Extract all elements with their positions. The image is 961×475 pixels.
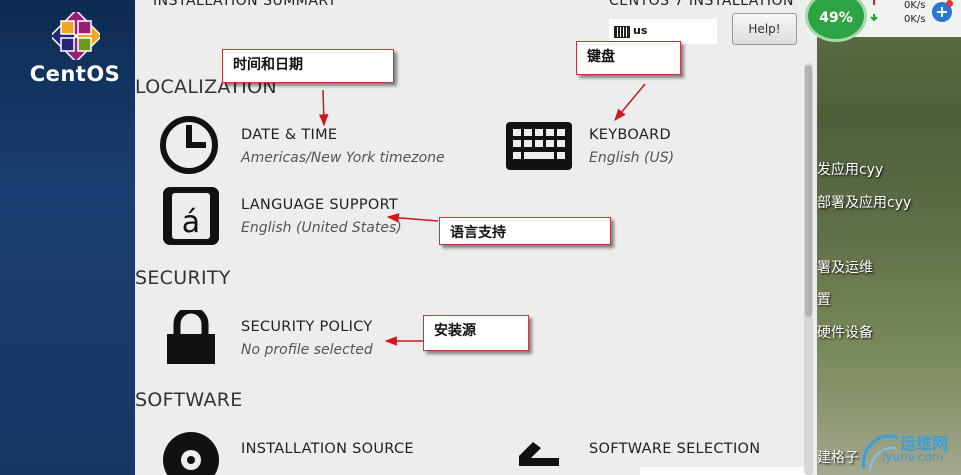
keyboard-small-icon	[614, 26, 630, 38]
callout-source: 安装源	[423, 315, 529, 351]
bottom-strip	[640, 467, 810, 475]
sidebar: CentOS	[0, 0, 135, 475]
section-software: SOFTWARE	[135, 389, 243, 411]
disc-icon[interactable]	[162, 431, 220, 475]
net-upload-speed: 0K/s	[904, 0, 926, 11]
spoke-date-time-title: DATE & TIME	[241, 127, 338, 143]
desktop-label[interactable]: 建格子	[817, 450, 859, 466]
section-security: SECURITY	[135, 267, 231, 289]
arrow-keyboard	[614, 83, 646, 121]
spoke-language-status: English (United States)	[241, 220, 402, 236]
desktop-background: 发应用cyy 部署及应用cyy 署及运维 置 硬件设备 建格子	[817, 0, 961, 475]
desktop-label[interactable]: 部署及应用cyy	[817, 195, 912, 211]
watermark: 运维网 iyunv.com	[856, 428, 961, 475]
arrow-date-time	[318, 89, 329, 127]
spoke-date-time-status: Americas/New York timezone	[241, 150, 445, 166]
cpu-usage-gauge[interactable]: 49%	[805, 0, 867, 42]
upload-arrow-icon	[870, 0, 878, 22]
spoke-keyboard-status: English (US)	[589, 150, 675, 166]
spoke-language-title: LANGUAGE SUPPORT	[241, 197, 399, 213]
desktop-label[interactable]: 署及运维	[817, 260, 873, 276]
add-widget-button[interactable]: +	[932, 2, 952, 22]
help-button[interactable]: Help!	[732, 13, 797, 45]
callout-date-time: 时间和日期	[222, 49, 394, 83]
spoke-software-selection-title: SOFTWARE SELECTION	[589, 441, 761, 457]
keyboard-layout-code: us	[633, 24, 648, 37]
watermark-cn: 运维网	[900, 434, 949, 453]
spoke-security-policy-status: No profile selected	[241, 342, 373, 358]
watermark-url: iyunv.com	[882, 450, 944, 464]
arrow-language	[386, 213, 439, 223]
product-title: CENTOS 7 INSTALLATION	[609, 0, 794, 9]
centos-logo-icon	[52, 12, 100, 60]
spoke-installation-source-title: INSTALLATION SOURCE	[241, 441, 414, 457]
callout-keyboard: 键盘	[576, 41, 681, 75]
clock-icon[interactable]	[158, 114, 220, 176]
keyboard-layout-indicator[interactable]: us	[609, 19, 717, 44]
lock-icon[interactable]	[165, 310, 217, 364]
callout-language: 语言支持	[439, 217, 611, 245]
spoke-keyboard-title: KEYBOARD	[589, 127, 671, 143]
page-title: INSTALLATION SUMMARY	[153, 0, 337, 9]
scrollbar[interactable]	[804, 63, 813, 475]
svg-text:á: á	[182, 205, 200, 240]
scrollbar-thumb[interactable]	[805, 65, 812, 317]
desktop-label[interactable]: 硬件设备	[817, 325, 873, 341]
language-icon[interactable]: á	[163, 187, 219, 245]
net-download-speed: 0K/s	[904, 14, 926, 25]
keyboard-icon[interactable]	[506, 122, 572, 170]
notification-dot	[946, 0, 953, 7]
spoke-security-policy-title: SECURITY POLICY	[241, 319, 373, 335]
package-icon[interactable]	[517, 438, 561, 468]
desktop-label[interactable]: 发应用cyy	[817, 162, 884, 178]
brand-name: CentOS	[29, 62, 121, 86]
watermark-swirl-icon	[862, 434, 899, 473]
desktop-label[interactable]: 置	[817, 292, 831, 308]
